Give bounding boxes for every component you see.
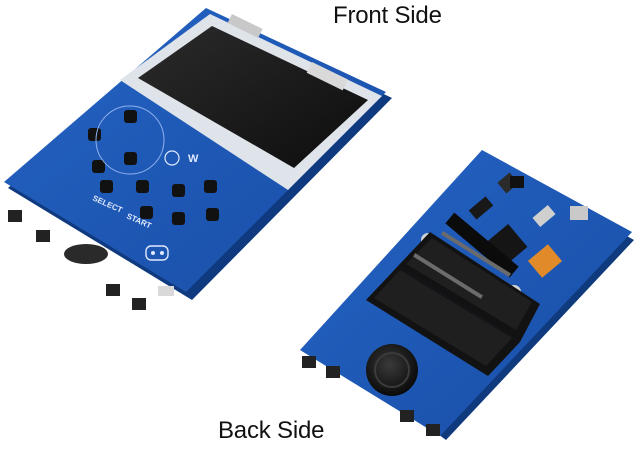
pin-header [445,212,519,278]
front-side-buttons [8,210,174,310]
battery-holders [366,231,540,376]
front-side-label: Front Side [333,2,442,29]
back-side-buttons [302,176,588,436]
front-board: W SELECT START [4,8,392,310]
back-side-label: Back Side [218,417,325,444]
back-board [300,150,634,440]
gamepad-logo-icon [145,245,169,261]
speaker [366,344,418,396]
lcd-screen [138,26,368,168]
svg-text:W: W [188,153,199,165]
front-buttons [88,105,219,225]
